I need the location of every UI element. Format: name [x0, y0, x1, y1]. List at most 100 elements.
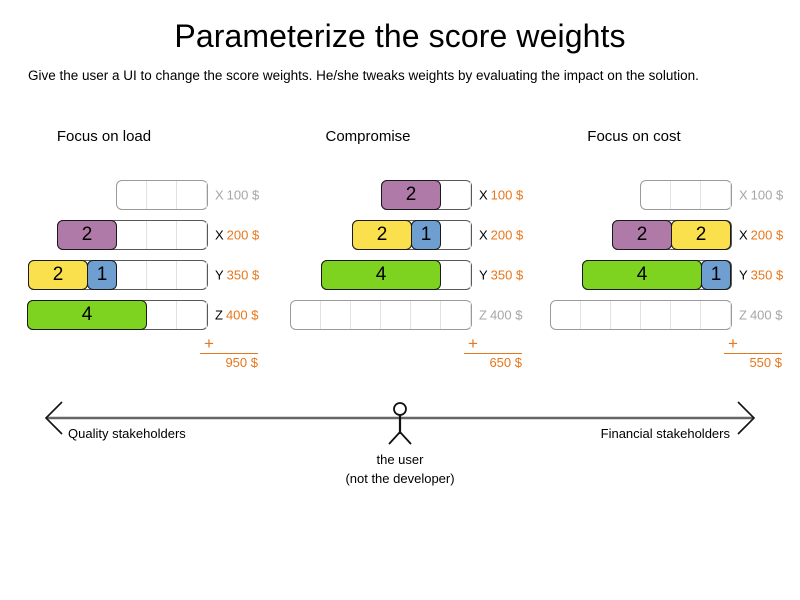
empty-slot[interactable] — [671, 181, 701, 209]
weight-segment[interactable]: 1 — [701, 260, 731, 290]
row-letter: Y — [739, 267, 748, 283]
empty-slot[interactable] — [411, 301, 441, 329]
empty-slot[interactable] — [321, 301, 351, 329]
empty-slot[interactable] — [147, 261, 177, 289]
row-price: 100 $ — [750, 187, 784, 203]
sum-inner: +550 $ — [724, 335, 782, 370]
axis-label-left: Quality stakeholders — [68, 426, 186, 441]
empty-slot[interactable] — [147, 301, 177, 329]
stakeholder-spectrum: Quality stakeholders Financial stakehold… — [0, 396, 800, 506]
weight-segment[interactable]: 1 — [87, 260, 117, 290]
empty-slot[interactable] — [177, 261, 207, 289]
weight-segment[interactable]: 2 — [612, 220, 672, 250]
empty-slot[interactable] — [117, 261, 147, 289]
row-price: 100 $ — [226, 187, 260, 203]
empty-slot[interactable] — [701, 181, 731, 209]
empty-slot[interactable] — [441, 261, 471, 289]
sum-total: 550 $ — [749, 355, 782, 370]
sum-rule — [200, 353, 258, 354]
row-price: 350 $ — [226, 267, 260, 283]
row-price: 400 $ — [749, 307, 783, 323]
empty-slot[interactable] — [177, 301, 207, 329]
row-price: 400 $ — [225, 307, 259, 323]
empty-slot[interactable] — [117, 221, 147, 249]
weight-segment[interactable]: 2 — [671, 220, 731, 250]
empty-slot[interactable] — [381, 301, 411, 329]
weight-segment[interactable]: 1 — [411, 220, 441, 250]
row-letter: Y — [215, 267, 224, 283]
empty-slot[interactable] — [351, 301, 381, 329]
empty-slot[interactable] — [291, 301, 321, 329]
empty-slot[interactable] — [551, 301, 581, 329]
empty-slot[interactable] — [641, 301, 671, 329]
empty-slot[interactable] — [671, 301, 701, 329]
row-letter: Z — [739, 307, 747, 323]
column-sum: +950 $ — [0, 335, 270, 377]
row-price: 100 $ — [490, 187, 524, 203]
user-stick-figure — [388, 402, 412, 445]
sum-rule — [464, 353, 522, 354]
column-heading: Focus on cost — [587, 128, 681, 145]
row-letter: X — [479, 227, 488, 243]
empty-slot[interactable] — [581, 301, 611, 329]
weight-segment[interactable]: 2 — [352, 220, 412, 250]
row-letter: Z — [215, 307, 223, 323]
empty-slot[interactable] — [177, 181, 207, 209]
page-subtitle: Give the user a UI to change the score w… — [28, 68, 699, 83]
row-letter: X — [215, 227, 224, 243]
empty-slot[interactable] — [441, 181, 471, 209]
row-letter: Z — [479, 307, 487, 323]
sum-inner: +650 $ — [464, 335, 522, 370]
weight-segment[interactable]: 2 — [381, 180, 441, 210]
weight-segment[interactable]: 4 — [582, 260, 702, 290]
empty-slot[interactable] — [117, 181, 147, 209]
sum-total: 650 $ — [489, 355, 522, 370]
weight-segment[interactable]: 2 — [57, 220, 117, 250]
spectrum-arrow-icon — [44, 401, 756, 445]
axis-center-line1: the user — [376, 452, 424, 467]
empty-slot[interactable] — [147, 221, 177, 249]
weight-segment[interactable]: 4 — [27, 300, 147, 330]
row-price: 200 $ — [750, 227, 784, 243]
empty-slot[interactable] — [641, 181, 671, 209]
plus-symbol: + — [728, 334, 738, 353]
weight-segment[interactable]: 4 — [321, 260, 441, 290]
row-letter: X — [739, 187, 748, 203]
empty-slot[interactable] — [177, 221, 207, 249]
empty-slot[interactable] — [701, 301, 731, 329]
column-heading: Compromise — [325, 128, 411, 145]
empty-slot[interactable] — [611, 301, 641, 329]
weight-segment[interactable]: 2 — [28, 260, 88, 290]
empty-slot[interactable] — [441, 221, 471, 249]
empty-slot[interactable] — [441, 301, 471, 329]
empty-slot[interactable] — [147, 181, 177, 209]
plus-symbol: + — [468, 334, 478, 353]
